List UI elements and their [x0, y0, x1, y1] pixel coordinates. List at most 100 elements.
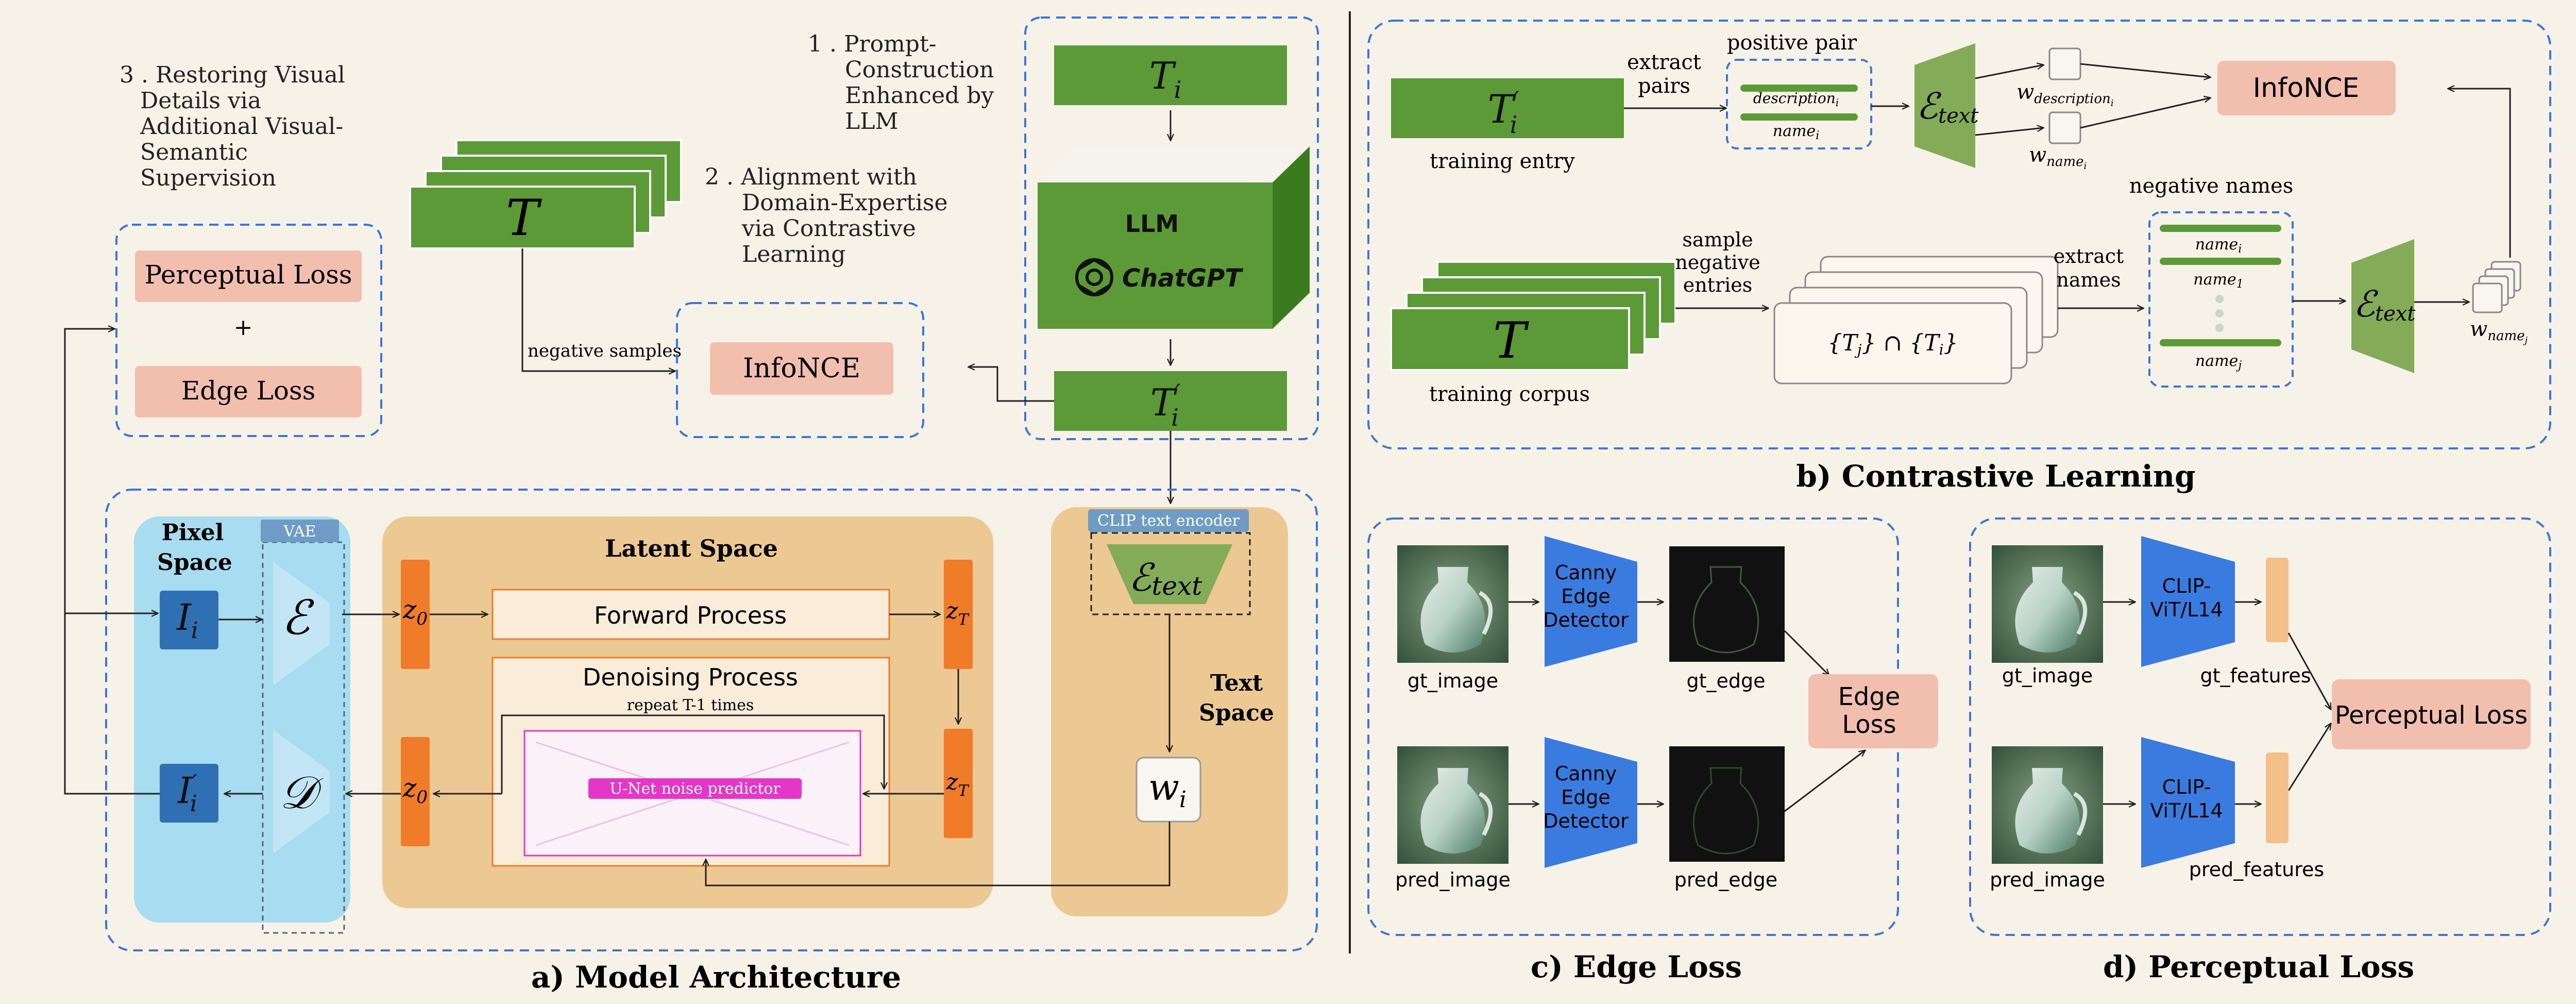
negative-set-stack — [1773, 256, 2059, 384]
clip-tag — [1088, 509, 1249, 532]
clip-dashed — [1090, 532, 1251, 615]
gt-features-label: gt_features — [2200, 664, 2311, 687]
zt-top-box — [944, 560, 973, 669]
clip-bottom-label: CLIP- — [2162, 776, 2211, 798]
vae-label: VAE — [283, 523, 316, 541]
text-space-label: Text — [1210, 670, 1263, 696]
edge-loss-result-label-2: Loss — [1842, 710, 1896, 739]
pred-features-label: pred_features — [2189, 858, 2324, 881]
svg-text:3 . Restoring Visual: 3 . Restoring Visual — [120, 62, 345, 88]
neg-samples-arrow — [521, 248, 675, 371]
w-desc-label: wdescriptioni — [2016, 80, 2114, 109]
neg-name-1-label: name1 — [2193, 271, 2243, 291]
pixel-space-bg — [134, 516, 350, 923]
clip-text-encoder-label: CLIP text encoder — [1097, 512, 1240, 530]
wi-to-unet — [706, 822, 1171, 886]
forward-process-box — [492, 589, 890, 640]
negative-names-label: negative names — [2129, 174, 2293, 198]
step2-text: 2 . Alignment with Domain-Expertise via … — [705, 164, 948, 267]
img-out-box — [160, 764, 218, 823]
gt-edge-to-loss — [1784, 630, 1829, 675]
w-name-box — [2048, 111, 2081, 144]
detector-bottom-label-2: Edge — [1561, 786, 1611, 809]
corpus-symbol: T — [506, 189, 542, 247]
wi-box — [1136, 757, 1201, 823]
corpus-stack — [409, 139, 682, 249]
detector-top-label-3: Detector — [1543, 609, 1629, 631]
negative-samples-label: negative samples — [528, 341, 682, 361]
forward-process-label: Forward Process — [594, 601, 787, 629]
description-bar — [1740, 85, 1858, 92]
encoder-symbol: ℰ — [281, 590, 314, 645]
detector-bottom-label: Canny — [1555, 762, 1617, 785]
pred-image-perc — [1992, 746, 2103, 864]
detector-top-label-2: Edge — [1561, 585, 1611, 608]
detector-bottom — [1545, 737, 1637, 868]
w-desc-box — [2048, 47, 2081, 80]
ti-label: Ti — [1149, 54, 1182, 104]
pred-image-edge — [1397, 746, 1509, 864]
pred-edge-label: pred_edge — [1674, 868, 1777, 891]
text-encoder-shape — [1107, 544, 1232, 604]
svg-text:Details via: Details via — [140, 88, 261, 114]
contrastive-title: b) Contrastive Learning — [1796, 459, 2195, 494]
unet-tag — [588, 778, 802, 799]
infonce-label: InfoNCE — [743, 353, 860, 384]
cl-encoder-top — [1914, 43, 1975, 168]
edge-loss-title: c) Edge Loss — [1531, 949, 1742, 984]
detector-top-label: Canny — [1555, 561, 1617, 584]
extract-names-label-2: names — [2056, 269, 2121, 291]
enc-to-wdesc — [1975, 65, 2043, 79]
svg-text:2 . Alignment with: 2 . Alignment with — [705, 164, 917, 190]
enc-to-wname — [1975, 128, 2043, 136]
w-name-j-stack — [2472, 261, 2521, 313]
extract-names-label: extract — [2054, 245, 2124, 267]
unet-label: U-Net noise predictor — [609, 780, 781, 798]
positive-pair-label: positive pair — [1727, 31, 1857, 55]
z0-out-label: z0 — [402, 773, 428, 808]
img-in-box — [160, 591, 218, 649]
perceptual-result-label: Perceptual Loss — [2335, 701, 2528, 730]
cl-ti-prime-label: T′i — [1487, 86, 1519, 139]
training-corpus-stack — [1390, 261, 1676, 371]
gt-feat-to-loss — [2287, 632, 2331, 709]
loss-feedback-line — [64, 329, 160, 795]
contrastive-dashed-box — [1367, 20, 2551, 449]
clip-top-label-2: ViT/L14 — [2150, 598, 2223, 621]
clip-top-label: CLIP- — [2162, 575, 2211, 597]
svg-text:LLM: LLM — [845, 108, 899, 135]
neg-name-1-bar — [2160, 258, 2281, 265]
neg-name-i-label: namei — [2195, 236, 2242, 256]
svg-text:via Contrastive: via Contrastive — [741, 215, 916, 242]
pred-edge-image — [1669, 746, 1785, 862]
edge-loss-result-label: Edge — [1838, 682, 1901, 711]
training-corpus-label: training corpus — [1429, 382, 1590, 406]
pixel-space-label: Pixel — [162, 520, 224, 546]
svg-text:Supervision: Supervision — [140, 165, 276, 191]
extract-pairs-label: extract — [1627, 51, 1701, 74]
edge-loss-label: Edge Loss — [181, 376, 316, 406]
set-expression: {Tj} ∩ {Ti} — [1827, 330, 1958, 358]
perceptual-loss-box — [135, 250, 362, 302]
cl-encoder-bottom-symbol: ℰtext — [2353, 283, 2416, 326]
ti-box — [1054, 45, 1287, 105]
pred-edge-to-loss — [1784, 750, 1865, 812]
sample-negative-label: sample — [1682, 228, 1753, 251]
z0-out-box — [401, 737, 430, 846]
zt-bottom-box — [944, 729, 973, 838]
cl-ti-prime-box — [1391, 78, 1624, 138]
pred-image-label-edge: pred_image — [1395, 868, 1511, 891]
svg-text:Domain-Expertise: Domain-Expertise — [742, 190, 948, 216]
repeat-label: repeat T-1 times — [627, 696, 754, 714]
sample-negative-label-3: entries — [1683, 274, 1753, 296]
wi-label: wi — [1148, 766, 1187, 813]
repeat-loop — [501, 714, 884, 794]
step3-text: 3 . Restoring Visual Details via Additio… — [120, 62, 345, 191]
svg-text:Enhanced by: Enhanced by — [845, 82, 994, 109]
neg-to-infonce — [2448, 89, 2511, 258]
sample-negative-label-2: negative — [1675, 251, 1760, 274]
decoder-shape — [273, 730, 330, 854]
tiprime-to-infonce-arrow — [969, 367, 1054, 402]
chatgpt-label: ChatGPT — [1122, 264, 1243, 293]
